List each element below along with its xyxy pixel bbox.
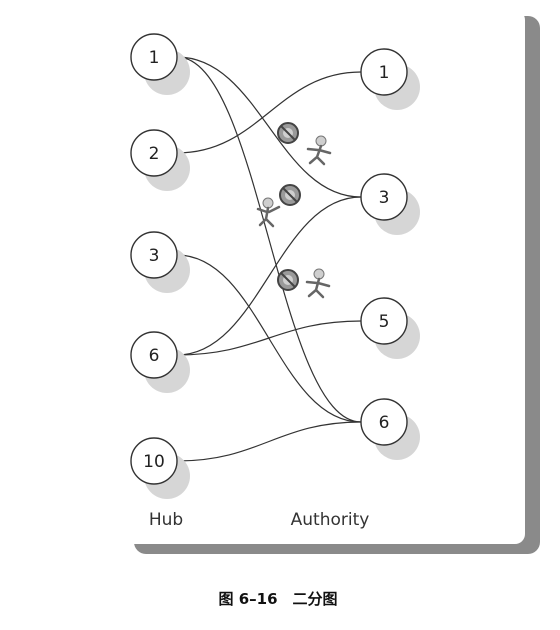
node-circle — [130, 129, 178, 177]
node-circle — [130, 33, 178, 81]
hub-column-label: Hub — [149, 510, 183, 530]
node-label: 3 — [379, 188, 390, 208]
node-circle — [360, 297, 408, 345]
hub-node-6: 6 — [130, 331, 190, 393]
magnifier-person-icon — [256, 184, 301, 228]
authority-node-5: 5 — [360, 297, 420, 359]
figure-caption: 图 6–16 二分图 — [218, 590, 337, 608]
edge-h6-a3 — [176, 196, 362, 356]
edge-h10-a6 — [176, 421, 362, 462]
hub-node-3: 3 — [130, 231, 190, 293]
edge-h1-a3 — [176, 56, 362, 198]
authority-node-6: 6 — [360, 398, 420, 460]
node-circle — [130, 231, 178, 279]
edge-h6-a5 — [176, 320, 362, 356]
authority-node-3: 3 — [360, 173, 420, 235]
edge-h2-a1 — [176, 71, 362, 154]
node-circle — [360, 48, 408, 96]
node-label: 2 — [149, 144, 160, 164]
authority-node-1: 1 — [360, 48, 420, 110]
edge-h1-a6 — [176, 56, 362, 423]
node-label: 1 — [379, 63, 390, 83]
node-layer: 1 2 3 6 10 1 3 5 6 — [130, 33, 420, 499]
node-circle — [360, 398, 408, 446]
icon-layer — [256, 122, 332, 299]
magnifier-person-icon — [277, 268, 331, 299]
magnifier-person-icon — [277, 122, 332, 166]
edge-layer — [176, 56, 362, 462]
node-label: 5 — [379, 312, 390, 332]
node-circle — [130, 331, 178, 379]
node-circle — [360, 173, 408, 221]
node-label: 1 — [149, 48, 160, 68]
hub-node-10: 10 — [130, 437, 190, 499]
hub-node-1: 1 — [130, 33, 190, 95]
node-label: 10 — [143, 452, 165, 472]
node-label: 6 — [149, 346, 160, 366]
hub-node-2: 2 — [130, 129, 190, 191]
authority-column-label: Authority — [291, 510, 370, 530]
node-circle — [130, 437, 178, 485]
node-label: 6 — [379, 413, 390, 433]
node-label: 3 — [149, 246, 160, 266]
